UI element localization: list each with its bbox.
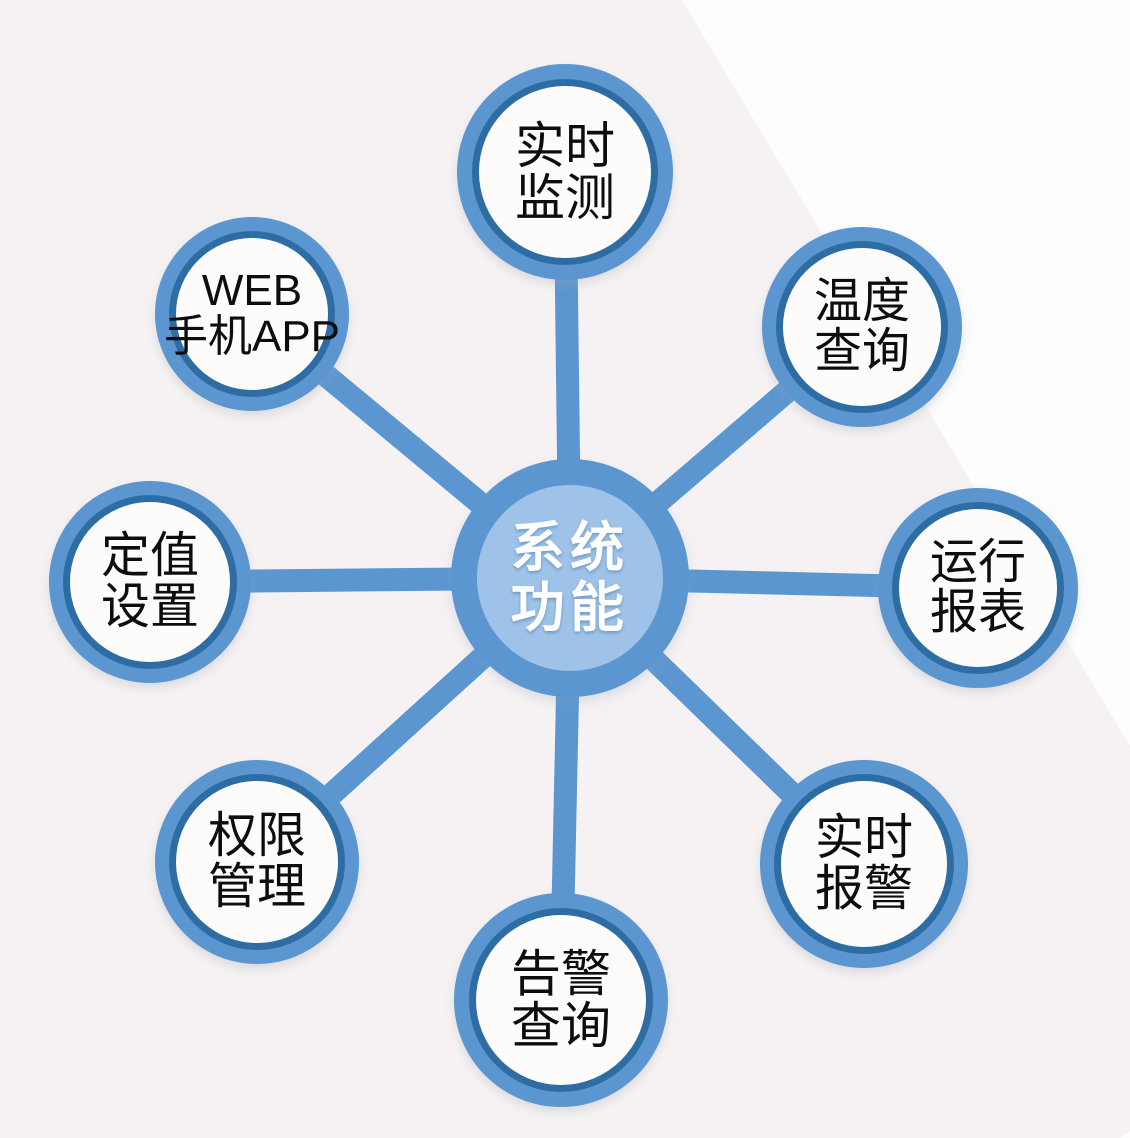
node-face <box>781 781 947 947</box>
node-face <box>176 781 338 943</box>
node-face <box>479 86 651 258</box>
node-inner-ring <box>469 908 653 1092</box>
node-face <box>899 509 1057 667</box>
node-inner-ring <box>169 774 345 950</box>
hub-inner-disc <box>477 485 663 671</box>
node-face <box>476 915 646 1085</box>
node-face <box>783 248 941 406</box>
node-real-time-monitoring[interactable] <box>457 64 673 280</box>
node-setpoint-setting[interactable] <box>49 481 251 683</box>
node-inner-ring <box>169 231 335 397</box>
node-layer <box>49 64 1078 1107</box>
node-inner-ring <box>774 774 954 954</box>
hub-layer <box>451 459 689 697</box>
node-real-time-alarm[interactable] <box>760 760 968 968</box>
node-inner-ring <box>776 241 948 413</box>
node-web-mobile-app[interactable] <box>155 217 349 411</box>
node-alarm-query[interactable] <box>454 893 668 1107</box>
node-operation-report[interactable] <box>878 488 1078 688</box>
node-temperature-query[interactable] <box>762 227 962 427</box>
node-inner-ring <box>472 79 658 265</box>
node-face <box>70 502 230 662</box>
node-inner-ring <box>63 495 237 669</box>
node-permission-management[interactable] <box>155 760 359 964</box>
node-inner-ring <box>892 502 1064 674</box>
node-face <box>176 238 328 390</box>
